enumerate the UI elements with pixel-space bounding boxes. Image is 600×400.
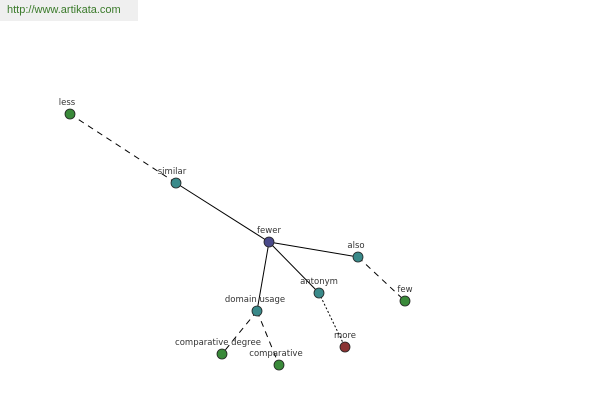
node-antonym[interactable]: antonym	[300, 277, 338, 299]
edge-domain_usage-comparative_degree	[221, 310, 258, 355]
node-few[interactable]: few	[397, 285, 413, 307]
node-circle[interactable]	[64, 108, 76, 120]
edge-antonym-more	[318, 292, 346, 348]
nodes-layer: fewer less similar also few antonym more domain…	[59, 98, 413, 371]
edge-domain_usage-comparative	[256, 310, 280, 366]
node-circle[interactable]	[273, 359, 285, 371]
node-circle[interactable]	[170, 177, 182, 189]
edge-fewer-similar	[175, 182, 270, 243]
edge-fewer-also	[268, 241, 359, 258]
node-label[interactable]: less	[59, 98, 76, 108]
site-url[interactable]: http://www.artikata.com	[0, 0, 138, 21]
node-fewer[interactable]: fewer	[257, 226, 281, 248]
node-label[interactable]: domain usage	[225, 295, 285, 305]
node-circle[interactable]	[399, 295, 411, 307]
node-more[interactable]: more	[334, 331, 356, 353]
node-label[interactable]: antonym	[300, 277, 338, 287]
node-less[interactable]: less	[59, 98, 76, 120]
node-label[interactable]: few	[397, 285, 412, 295]
node-circle[interactable]	[313, 287, 325, 299]
node-comparative-degree[interactable]: comparative degree	[175, 338, 261, 360]
node-domain-usage[interactable]: domain usage	[225, 295, 285, 317]
node-label[interactable]: more	[334, 331, 356, 341]
node-label[interactable]: comparative	[249, 349, 302, 359]
node-label[interactable]: fewer	[257, 226, 281, 236]
node-label[interactable]: comparative degree	[175, 338, 261, 348]
edge-fewer-domain_usage	[256, 241, 270, 312]
node-circle[interactable]	[263, 236, 275, 248]
node-label[interactable]: similar	[158, 167, 187, 177]
node-similar[interactable]: similar	[158, 167, 187, 189]
node-comparative[interactable]: comparative	[249, 349, 303, 371]
node-circle[interactable]	[339, 341, 351, 353]
node-also[interactable]: also	[347, 241, 365, 263]
node-circle[interactable]	[251, 305, 263, 317]
node-circle[interactable]	[352, 251, 364, 263]
edge-fewer-antonym	[268, 241, 320, 294]
node-circle[interactable]	[216, 348, 228, 360]
edges-layer	[69, 113, 406, 366]
node-label[interactable]: also	[347, 241, 364, 251]
